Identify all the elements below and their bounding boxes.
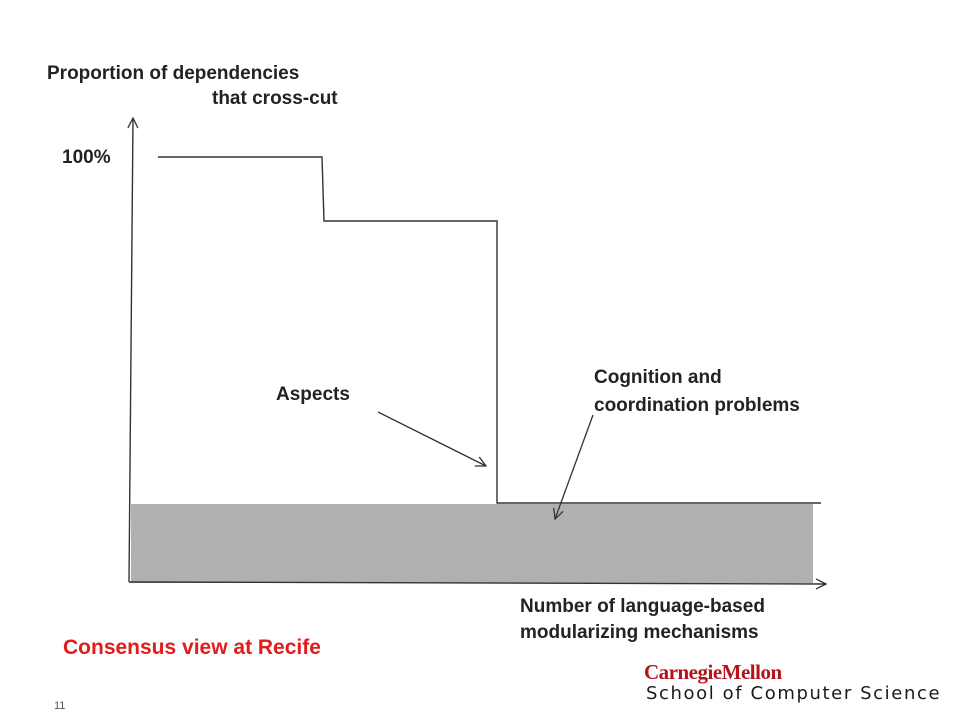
caption: Consensus view at Recife (63, 636, 321, 659)
x-axis (128, 582, 826, 584)
cognition-label-line2: coordination problems (594, 395, 800, 416)
y-axis-label-line1: Proportion of dependencies (47, 63, 300, 84)
logo-wordmark: CarnegieMellon (644, 660, 782, 684)
cmu-logo: CarnegieMellon School of Computer Scienc… (644, 660, 940, 706)
step-curve (158, 156, 821, 504)
aspects-label: Aspects (276, 384, 350, 405)
x-axis-label-line2: modularizing mechanisms (520, 622, 759, 643)
slide-number: 11 (54, 700, 66, 712)
y-axis (129, 118, 133, 583)
aspects-arrow (377, 411, 486, 466)
logo-subtitle: School of Computer Science (646, 683, 942, 704)
shaded-baseline-region (131, 504, 813, 583)
y-axis-tick-100: 100% (62, 147, 111, 168)
y-axis-label-line2: that cross-cut (212, 88, 338, 109)
x-axis-label-line1: Number of language-based (520, 596, 765, 617)
cognition-arrow (555, 414, 594, 519)
cognition-label-line1: Cognition and (594, 367, 722, 388)
